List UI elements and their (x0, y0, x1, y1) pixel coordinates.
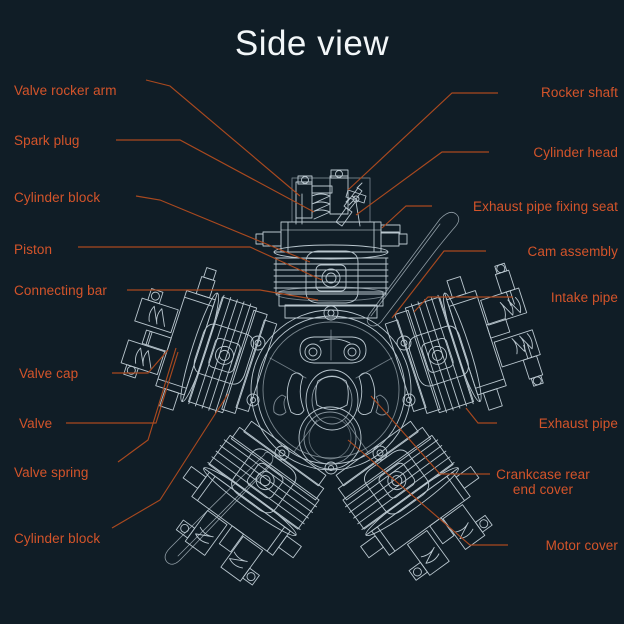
label-crankcase-rear-end-cover: Crankcase rear end cover (468, 467, 618, 497)
motor-cover (298, 406, 362, 470)
label-cylinder-block-upper: Cylinder block (14, 190, 101, 205)
leader-rocker-shaft (347, 92, 498, 191)
label-spark-plug: Spark plug (14, 133, 80, 148)
leader-motor-cover (347, 439, 508, 546)
leader-cylinder-block-lower (111, 393, 229, 529)
leader-crankcase-rear-end-cover (370, 395, 490, 475)
cylinder-block-right (180, 292, 258, 414)
cylinder-top (255, 169, 408, 319)
leader-exhaust-pipe (465, 407, 497, 424)
label-valve-spring: Valve spring (14, 465, 89, 480)
label-intake-pipe: Intake pipe (550, 290, 618, 305)
leader-spark-plug (116, 139, 315, 213)
valve-left (505, 290, 533, 360)
label-cam-assembly: Cam assembly (527, 244, 618, 259)
leader-lines (66, 79, 513, 546)
valve-spring-top (311, 193, 331, 220)
leader-cylinder-block-upper (135, 195, 311, 263)
label-cylinder-head: Cylinder head (533, 145, 618, 160)
label-connecting-bar: Connecting bar (14, 283, 107, 298)
crankcase (246, 305, 416, 475)
label-valve-rocker-arm: Valve rocker arm (14, 83, 117, 98)
cam-assembly-cover (299, 336, 367, 364)
leader-valve-rocker-arm (145, 79, 301, 197)
intake-pipe-right (141, 329, 172, 352)
spark-plug-top (335, 182, 363, 227)
label-crankcase-rear-end-cover-line2: end cover (512, 482, 574, 497)
label-piston: Piston (14, 242, 53, 257)
label-exhaust-pipe-fixing-seat: Exhaust pipe fixing seat (473, 199, 618, 214)
label-exhaust-pipe: Exhaust pipe (538, 416, 618, 431)
exhaust-pipe-fixing-seat-top (380, 224, 401, 234)
valve-spring-left (499, 297, 533, 355)
leader-connecting-bar (127, 289, 319, 301)
leader-valve-spring (117, 347, 177, 463)
connecting-rods (269, 329, 393, 453)
leader-cylinder-head (355, 151, 489, 216)
cylinder-block-lower-right (203, 434, 320, 537)
cylinder-head-top (255, 221, 408, 253)
cylinder-lower-right (175, 420, 327, 586)
leader-valve-cap (112, 349, 169, 374)
label-crankcase-rear-end-cover-line1: Crankcase rear (496, 467, 590, 482)
valve-assembly-left (480, 262, 544, 387)
valve-gear-right (120, 288, 179, 379)
label-valve: Valve (19, 416, 53, 431)
cylinder-right (120, 267, 278, 414)
label-motor-cover: Motor cover (545, 538, 618, 553)
crankcase-rear-end-cover (305, 369, 359, 431)
label-cylinder-block-lower: Cylinder block (14, 531, 101, 546)
label-rocker-shaft: Rocker shaft (541, 85, 618, 100)
leader-valve (66, 351, 179, 424)
label-valve-cap: Valve cap (19, 366, 79, 381)
leader-intake-pipe (413, 296, 513, 313)
cylinder-left (384, 262, 544, 414)
leader-exhaust-pipe-fixing-seat (381, 205, 432, 229)
leader-cam-assembly (391, 250, 486, 319)
page-title: Side view (234, 24, 390, 63)
rocker-arm-top (291, 169, 371, 227)
cylinder-lower-left (335, 420, 493, 581)
leader-piston (78, 246, 323, 281)
